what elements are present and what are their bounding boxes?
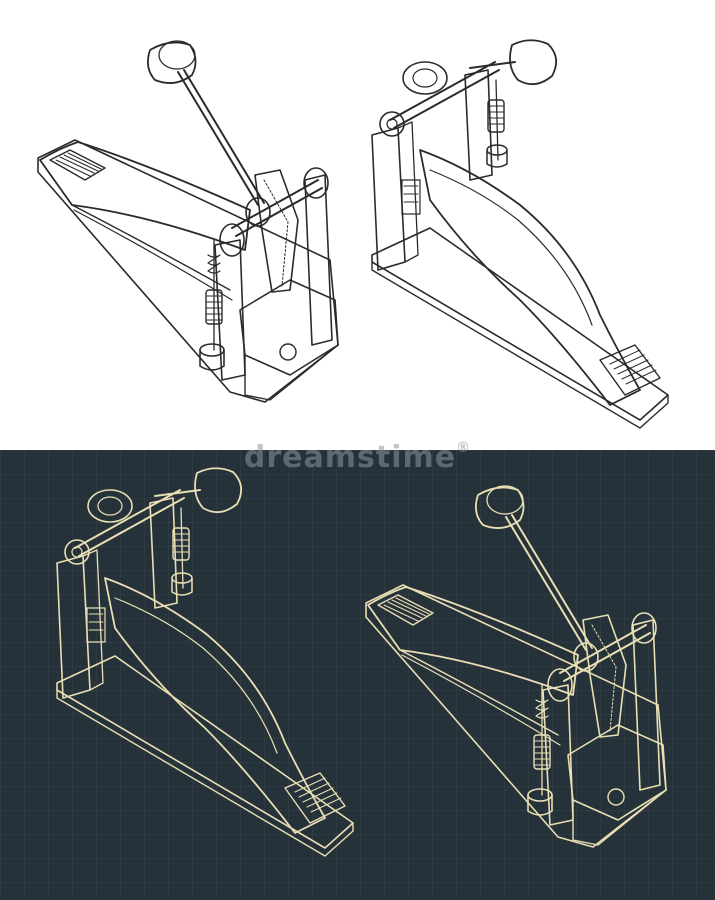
watermark: dreamstime® [0,440,715,475]
watermark-text: dreamstime [243,440,457,475]
watermark-symbol: ® [456,440,472,456]
pedal-side-view-light [37,40,339,403]
pedal-front-view-dark [56,467,354,857]
pedal-side-view-dark [365,485,667,848]
light-panel [0,0,715,450]
pedal-front-view-light [371,39,669,430]
